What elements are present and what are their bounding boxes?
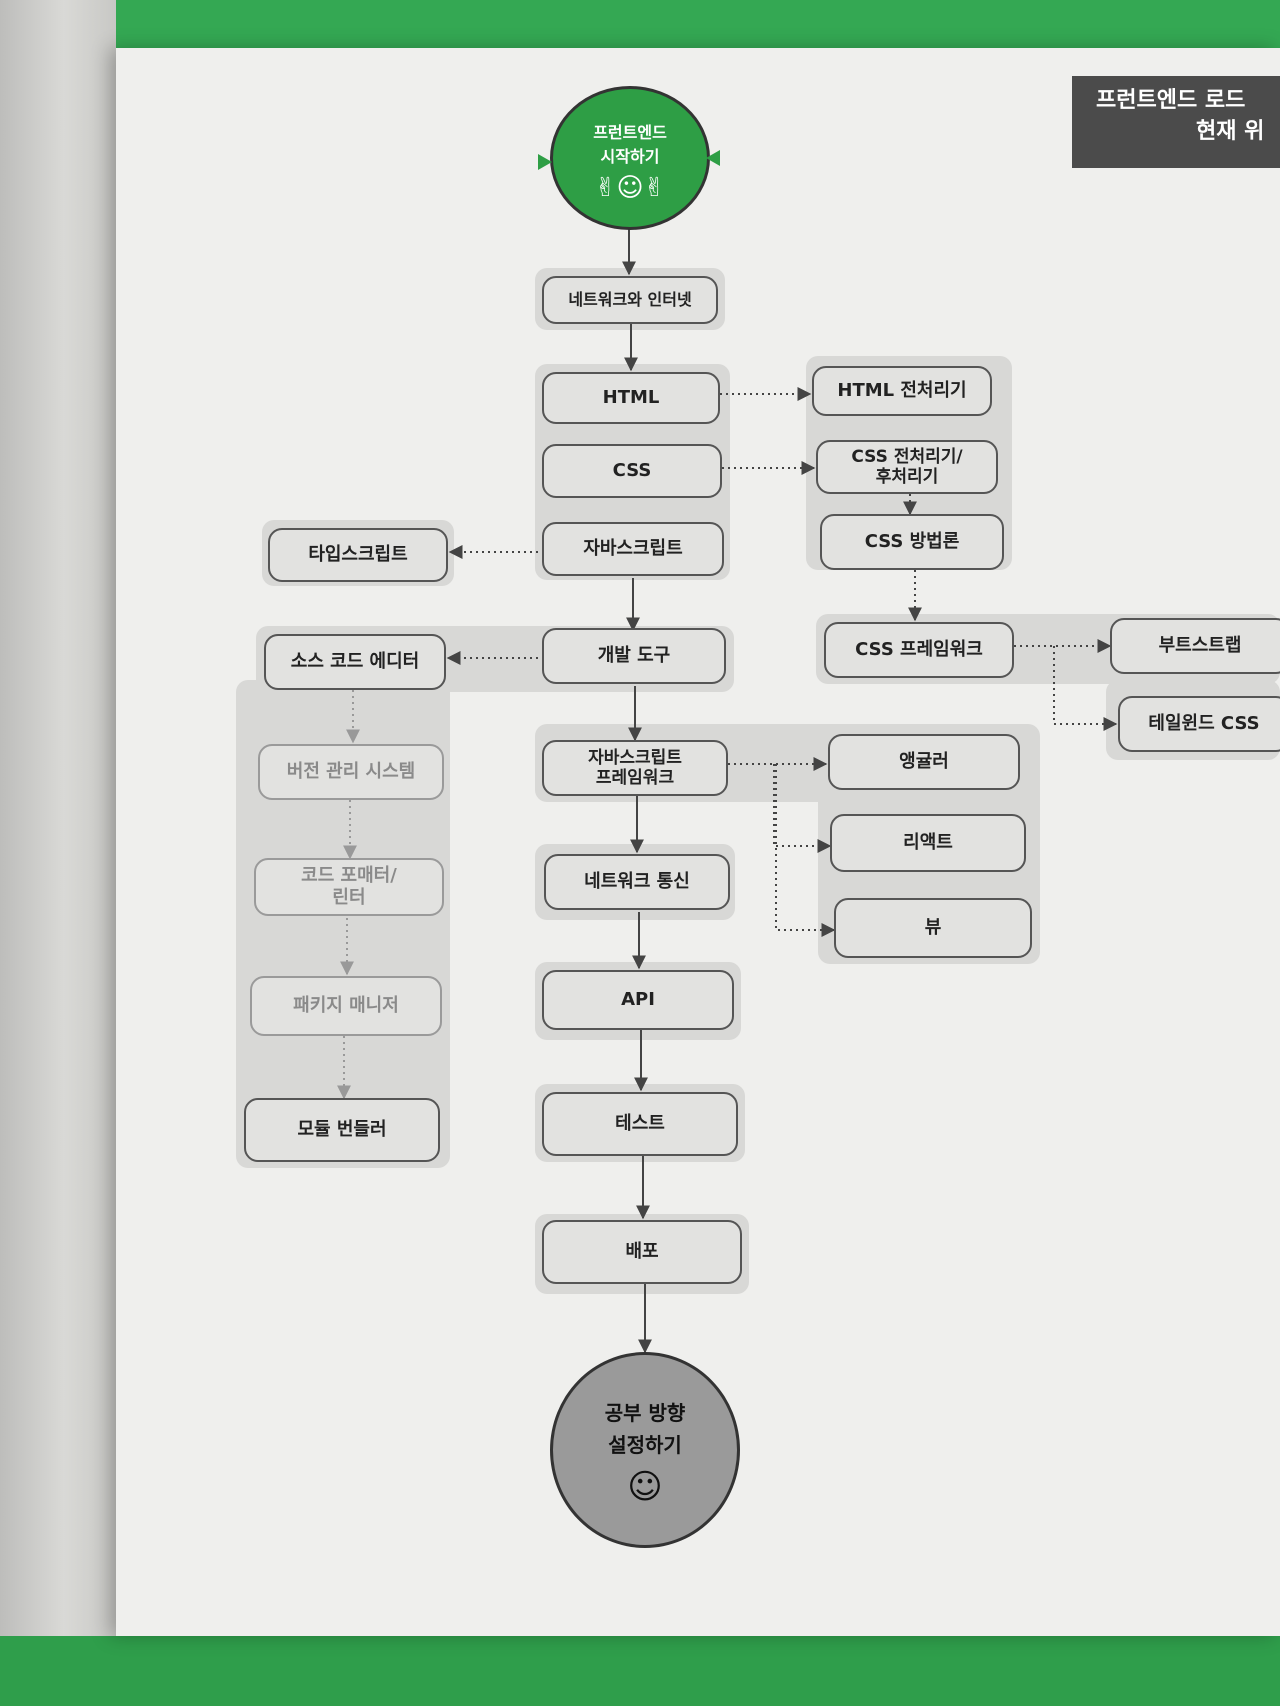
node-angular: 앵귤러: [828, 734, 1020, 790]
node-vcs: 버전 관리 시스템: [258, 744, 444, 800]
node-bootstrap: 부트스트랩: [1110, 618, 1280, 674]
node-css-framework: CSS 프레임워크: [824, 622, 1014, 678]
top-green-border: [116, 0, 1280, 48]
node-api: API: [542, 970, 734, 1030]
node-css-preprocessor: CSS 전처리기/ 후처리기: [816, 440, 998, 494]
node-react: 리액트: [830, 814, 1026, 872]
cheering-character-icon: ✌☺✌: [594, 173, 666, 203]
bottom-green-border: [0, 1636, 1280, 1706]
roadmap-title-box: 프런트엔드 로드 현재 위: [1072, 76, 1280, 168]
thumbs-up-character-icon: ☺: [627, 1467, 663, 1507]
edge-jsframework-react: [773, 764, 832, 853]
node-js-framework: 자바스크립트 프레임워크: [542, 740, 728, 796]
node-vue: 뷰: [834, 898, 1032, 958]
start-label: 프런트엔드 시작하기: [593, 123, 667, 166]
node-deploy: 배포: [542, 1220, 742, 1284]
node-network-comm: 네트워크 통신: [544, 854, 730, 910]
start-bow-left-icon: [538, 154, 552, 170]
node-dev-tools: 개발 도구: [542, 628, 726, 684]
end-node: 공부 방향 설정하기 ☺: [550, 1352, 740, 1548]
node-css-methodology: CSS 방법론: [820, 514, 1004, 570]
node-html-preprocessor: HTML 전처리기: [812, 366, 992, 416]
end-label: 공부 방향 설정하기: [604, 1401, 686, 1457]
node-javascript: 자바스크립트: [542, 522, 724, 576]
node-typescript: 타입스크립트: [268, 528, 448, 582]
roadmap-title-line1: 프런트엔드 로드: [1096, 88, 1246, 113]
node-tailwind: 테일윈드 CSS: [1118, 696, 1280, 752]
node-css: CSS: [542, 444, 722, 498]
node-bundler: 모듈 번들러: [244, 1098, 440, 1162]
node-formatter: 코드 포매터/ 린터: [254, 858, 444, 916]
edge-framework-tailwind: [1053, 646, 1118, 731]
start-node: 프런트엔드 시작하기 ✌☺✌: [550, 86, 710, 230]
node-html: HTML: [542, 372, 720, 424]
node-source-editor: 소스 코드 에디터: [264, 634, 446, 690]
edge-jsframework-vue: [775, 764, 836, 937]
start-bow-right-icon: [706, 150, 720, 166]
left-page-edge: [0, 0, 116, 1706]
node-package-manager: 패키지 매니저: [250, 976, 442, 1036]
node-network-internet: 네트워크와 인터넷: [542, 276, 718, 324]
roadmap-title-line2: 현재 위: [1196, 118, 1265, 144]
node-test: 테스트: [542, 1092, 738, 1156]
